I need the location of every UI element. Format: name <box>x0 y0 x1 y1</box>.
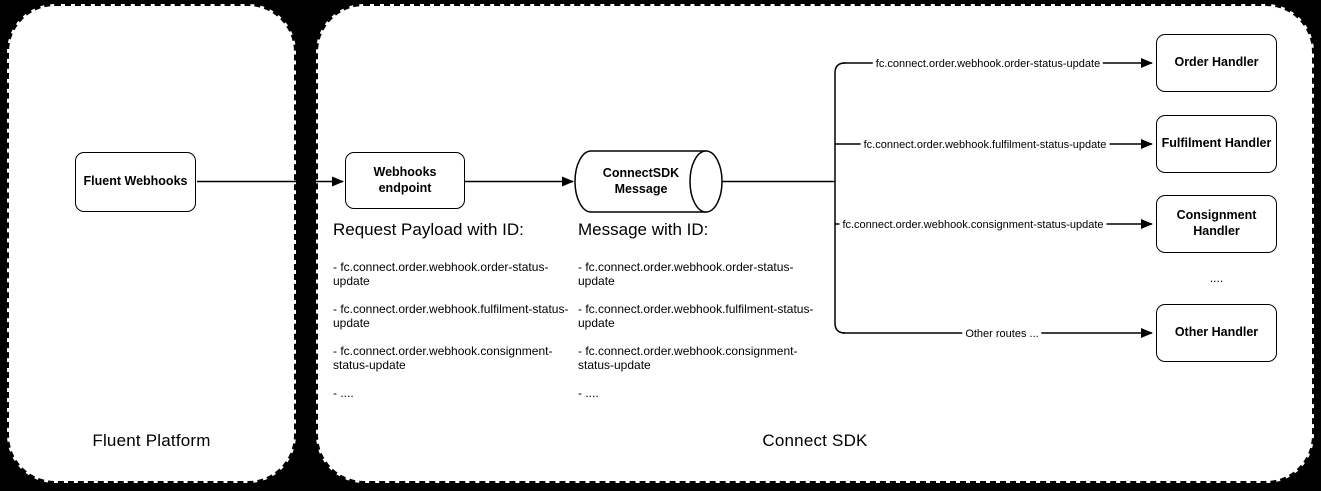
message-id-list: - fc.connect.order.webhook.order-status-… <box>578 260 820 414</box>
request-id-item: - fc.connect.order.webhook.consignment-s… <box>333 344 553 372</box>
request-id-list: - fc.connect.order.webhook.order-status-… <box>333 260 575 414</box>
message-id-item: - fc.connect.order.webhook.order-status-… <box>578 260 794 288</box>
fluent-webhooks-node: Fluent Webhooks <box>75 152 196 212</box>
fluent-platform-container <box>7 4 296 483</box>
connectsdk-message-node: ConnectSDK Message <box>575 151 707 212</box>
route-label-consignment: fc.connect.order.webhook.consignment-sta… <box>839 219 1107 231</box>
consignment-handler-node: Consignment Handler <box>1156 195 1277 253</box>
request-id-item: - fc.connect.order.webhook.order-status-… <box>333 260 549 288</box>
message-cylinder-body <box>574 150 706 213</box>
router-trunk-line <box>834 62 846 334</box>
message-id-item: - .... <box>578 386 599 400</box>
webhooks-endpoint-node: Webhooks endpoint <box>345 152 465 209</box>
route-label-other: Other routes ... <box>962 328 1042 340</box>
fulfilment-handler-node: Fulfilment Handler <box>1156 115 1277 173</box>
fluent-platform-label: Fluent Platform <box>92 431 211 450</box>
message-id-heading: Message with ID: <box>578 220 709 239</box>
connectsdk-message-line1: ConnectSDK <box>602 165 680 180</box>
request-id-item: - .... <box>333 386 354 400</box>
message-id-item: - fc.connect.order.webhook.fulfilment-st… <box>578 302 814 330</box>
connect-sdk-label: Connect SDK <box>762 431 868 450</box>
route-label-fulfilment: fc.connect.order.webhook.fulfilment-stat… <box>860 139 1110 151</box>
request-id-item: - fc.connect.order.webhook.fulfilment-st… <box>333 302 569 330</box>
connect-sdk-container <box>316 4 1314 483</box>
more-handlers-ellipsis: .... <box>1209 271 1224 285</box>
request-payload-heading: Request Payload with ID: <box>333 220 524 239</box>
message-id-item: - fc.connect.order.webhook.consignment-s… <box>578 344 798 372</box>
other-handler-node: Other Handler <box>1156 304 1277 362</box>
connectsdk-message-line2: Message <box>614 181 668 196</box>
order-handler-node: Order Handler <box>1156 34 1277 92</box>
message-cylinder-cap <box>689 150 723 213</box>
route-label-order: fc.connect.order.webhook.order-status-up… <box>872 58 1104 70</box>
